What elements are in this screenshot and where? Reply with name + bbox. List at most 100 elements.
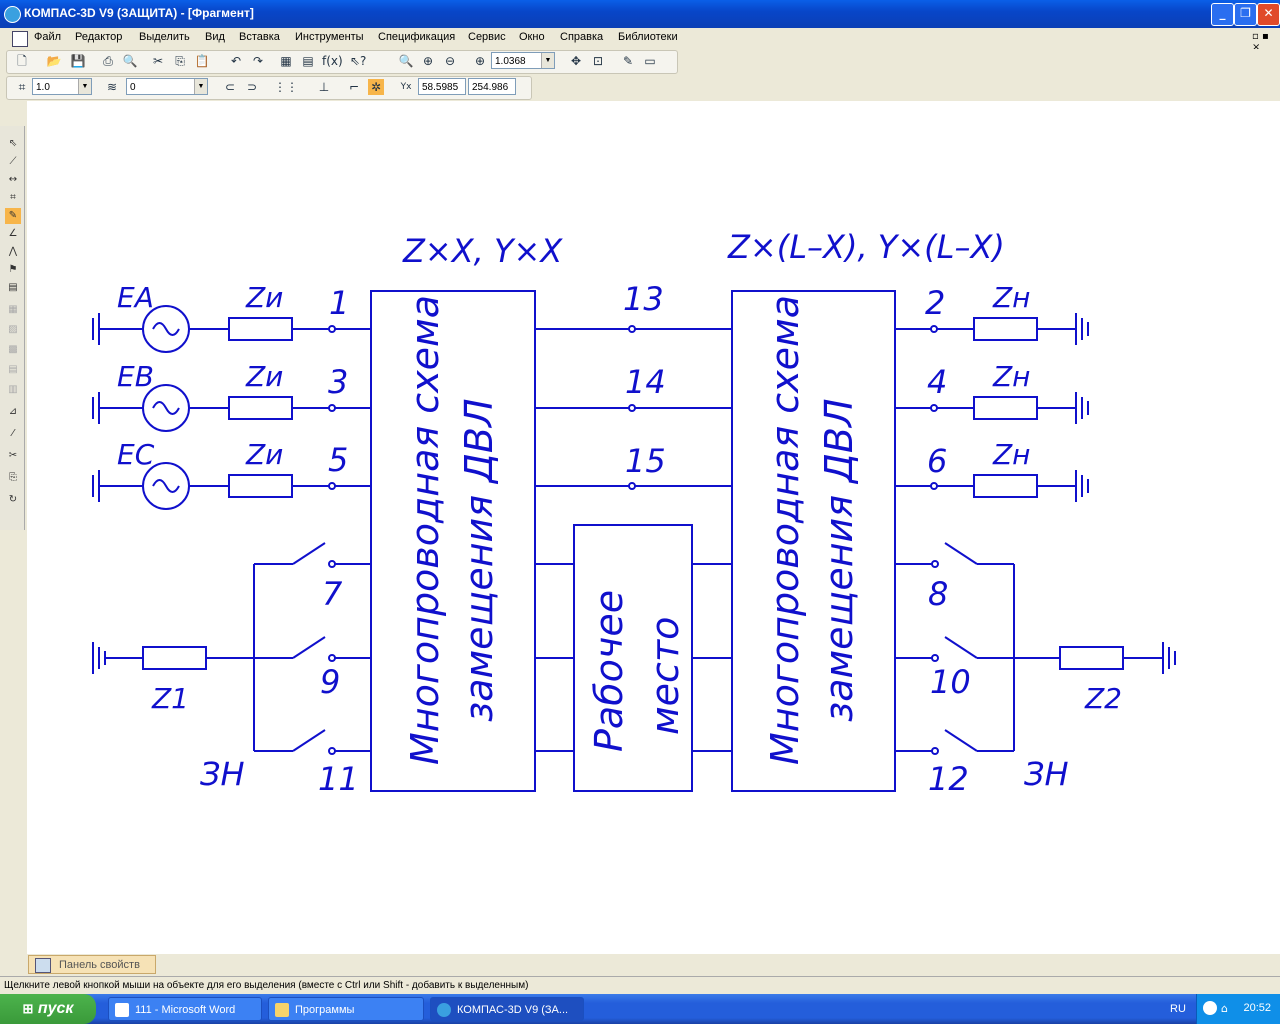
refresh-icon[interactable]: ✎ — [622, 54, 634, 68]
hatch-tool-icon[interactable]: ⊿ — [8, 406, 18, 417]
menu-window[interactable]: Окно — [519, 31, 545, 43]
line-tool-icon[interactable]: ⁄ — [12, 428, 14, 439]
pan-icon[interactable]: ✥ — [570, 54, 582, 68]
undo-icon[interactable]: ↶ — [230, 54, 242, 68]
parametrization-tool-icon[interactable]: ∠ — [8, 228, 18, 239]
network-icon[interactable]: ⌂ — [1221, 1002, 1228, 1015]
library-icon[interactable]: ▤ — [302, 54, 314, 68]
spec-tool-icon[interactable]: ▤ — [8, 282, 18, 293]
coord-x-field[interactable]: 58.5985 — [418, 78, 466, 95]
properties-panel-tab[interactable]: Панель свойств — [28, 955, 156, 974]
menu-bar: Файл Редактор Выделить Вид Вставка Инстр… — [0, 28, 1280, 53]
menu-edit[interactable]: Редактор — [75, 31, 123, 43]
close-button[interactable]: ✕ — [1257, 3, 1280, 26]
folder-icon — [275, 1003, 289, 1017]
print-icon[interactable]: ⎙ — [103, 54, 113, 68]
menu-libraries[interactable]: Библиотеки — [618, 31, 678, 43]
left-block-line1: Многопроводная схема — [403, 295, 447, 765]
chevron-down-icon[interactable]: ▼ — [78, 79, 91, 94]
open-file-icon[interactable]: 📂 — [46, 54, 62, 68]
compact-tool-panel: ⇖ ⟋ ↔ ⌗ ✎ ∠ ⋀ ⚑ ▤ ▦ ▨ ▩ ▤ ▥ ⊿ ⁄ ✂ ⎘ ↻ — [0, 126, 25, 530]
copy-icon[interactable]: ⎘ — [175, 54, 185, 68]
fragment-tool-icon[interactable]: ▩ — [8, 344, 18, 355]
language-indicator[interactable]: RU — [1170, 1003, 1186, 1015]
magnet-off-icon[interactable]: ⊃ — [246, 80, 258, 94]
measure-tool-icon[interactable]: ⋀ — [8, 246, 18, 257]
display-icon[interactable]: ▭ — [644, 54, 656, 68]
window-title: КОМПАС-3D V9 (ЗАЩИТА) - [Фрагмент] — [24, 6, 254, 20]
manager-icon[interactable]: ▦ — [280, 54, 292, 68]
designations-tool-icon[interactable]: ⌗ — [10, 192, 16, 203]
tray-expand-icon[interactable] — [1203, 1001, 1217, 1015]
print-preview-icon[interactable]: 🔍 — [122, 54, 138, 68]
paste-icon[interactable]: 📋 — [194, 54, 210, 68]
menu-view[interactable]: Вид — [205, 31, 225, 43]
drawing-canvas[interactable]: Z×X, Y×X Z×(L–X), Y×(L–X) Многопроводная… — [27, 101, 1280, 954]
zoom-scale-icon[interactable]: ⊕ — [474, 54, 486, 68]
fit-all-icon[interactable]: ⊡ — [592, 54, 604, 68]
mdi-window-controls[interactable]: ▫ ▪ × — [1252, 31, 1269, 53]
taskbar: ⊞ пуск 111 - Microsoft Word Программы КО… — [0, 994, 1280, 1024]
variables-icon[interactable]: f(x) — [322, 54, 343, 68]
magnet-icon[interactable]: ⊂ — [224, 80, 236, 94]
snap-icon[interactable]: ⌗ — [18, 80, 26, 94]
zoom-in-icon[interactable]: ⊕ — [422, 54, 434, 68]
task-programs[interactable]: Программы — [268, 997, 424, 1021]
help-pointer-icon[interactable]: ⇖? — [350, 54, 367, 68]
start-button[interactable]: ⊞ пуск — [0, 994, 96, 1024]
snaps-icon[interactable]: ✲ — [368, 79, 384, 95]
new-file-icon[interactable]: 🗋 — [17, 54, 27, 68]
ortho-icon[interactable]: ⌐ — [348, 80, 360, 94]
layers-tool-icon[interactable]: ▤ — [8, 364, 18, 375]
grid-icon[interactable]: ⋮⋮ — [274, 80, 298, 94]
zn-right-label: ЗН — [1024, 755, 1069, 793]
status-bar: Щелкните левой кнопкой мыши на объекте д… — [0, 976, 1280, 994]
zoom-out-icon[interactable]: ⊖ — [444, 54, 456, 68]
rotate-tool-icon[interactable]: ↻ — [8, 494, 18, 505]
minimize-button[interactable]: _ — [1211, 3, 1234, 26]
menu-insert[interactable]: Вставка — [239, 31, 280, 43]
step-field[interactable]: 1.0 ▼ — [32, 78, 92, 95]
dimensions-tool-icon[interactable]: ↔ — [8, 174, 18, 185]
local-cs-icon[interactable]: ⊥ — [318, 80, 330, 94]
maximize-button[interactable]: ❐ — [1234, 3, 1257, 26]
menu-select[interactable]: Выделить — [139, 31, 190, 43]
save-icon[interactable]: 💾 — [70, 54, 86, 68]
menu-service[interactable]: Сервис — [468, 31, 506, 43]
source-row-c: EC Zи 5 — [92, 438, 371, 510]
menu-file[interactable]: Файл — [34, 31, 62, 43]
source-ea-label: EA — [117, 281, 154, 314]
geometry-tool-icon[interactable]: ⟋ — [9, 156, 17, 167]
zoom-window-icon[interactable]: 🔍 — [398, 54, 414, 68]
source-row-a: EA Zи 1 — [92, 281, 371, 353]
document-icon[interactable] — [12, 31, 28, 47]
select-filter-icon[interactable]: ⚑ — [8, 264, 18, 275]
middle-connections: 13 14 15 — [535, 280, 732, 752]
terminal-14-label: 14 — [625, 363, 666, 401]
menu-help[interactable]: Справка — [560, 31, 604, 43]
zoom-field[interactable]: 1.0368 ▼ — [491, 52, 555, 69]
task-kompas-label: КОМПАС-3D V9 (ЗА... — [457, 1004, 569, 1016]
windows-logo-icon: ⊞ — [22, 1001, 34, 1016]
layers-icon[interactable]: ≋ — [106, 80, 118, 94]
menu-specification[interactable]: Спецификация — [378, 31, 456, 43]
redo-icon[interactable]: ↷ — [252, 54, 264, 68]
layer-field[interactable]: 0 ▼ — [126, 78, 208, 95]
edit-tool-icon[interactable]: ✎ — [5, 208, 21, 224]
task-word-label: 111 - Microsoft Word — [135, 1004, 236, 1016]
terminal-8-label: 8 — [928, 575, 948, 613]
copy-tool-icon[interactable]: ⎘ — [9, 472, 17, 483]
menu-tools[interactable]: Инструменты — [295, 31, 364, 43]
table-tool-icon[interactable]: ▥ — [8, 384, 18, 395]
trim-tool-icon[interactable]: ✂ — [8, 450, 18, 461]
chevron-down-icon[interactable]: ▼ — [541, 53, 554, 68]
report-tool-icon[interactable]: ▦ — [8, 304, 18, 315]
insert-tool-icon[interactable]: ▨ — [8, 324, 18, 335]
task-word[interactable]: 111 - Microsoft Word — [108, 997, 262, 1021]
task-kompas[interactable]: КОМПАС-3D V9 (ЗА... — [430, 997, 584, 1021]
cut-icon[interactable]: ✂ — [152, 54, 164, 68]
select-tool-icon[interactable]: ⇖ — [8, 138, 18, 149]
coord-y-field[interactable]: 254.986 — [468, 78, 516, 95]
top-label-right: Z×(L–X), Y×(L–X) — [727, 228, 1005, 266]
chevron-down-icon[interactable]: ▼ — [194, 79, 207, 94]
